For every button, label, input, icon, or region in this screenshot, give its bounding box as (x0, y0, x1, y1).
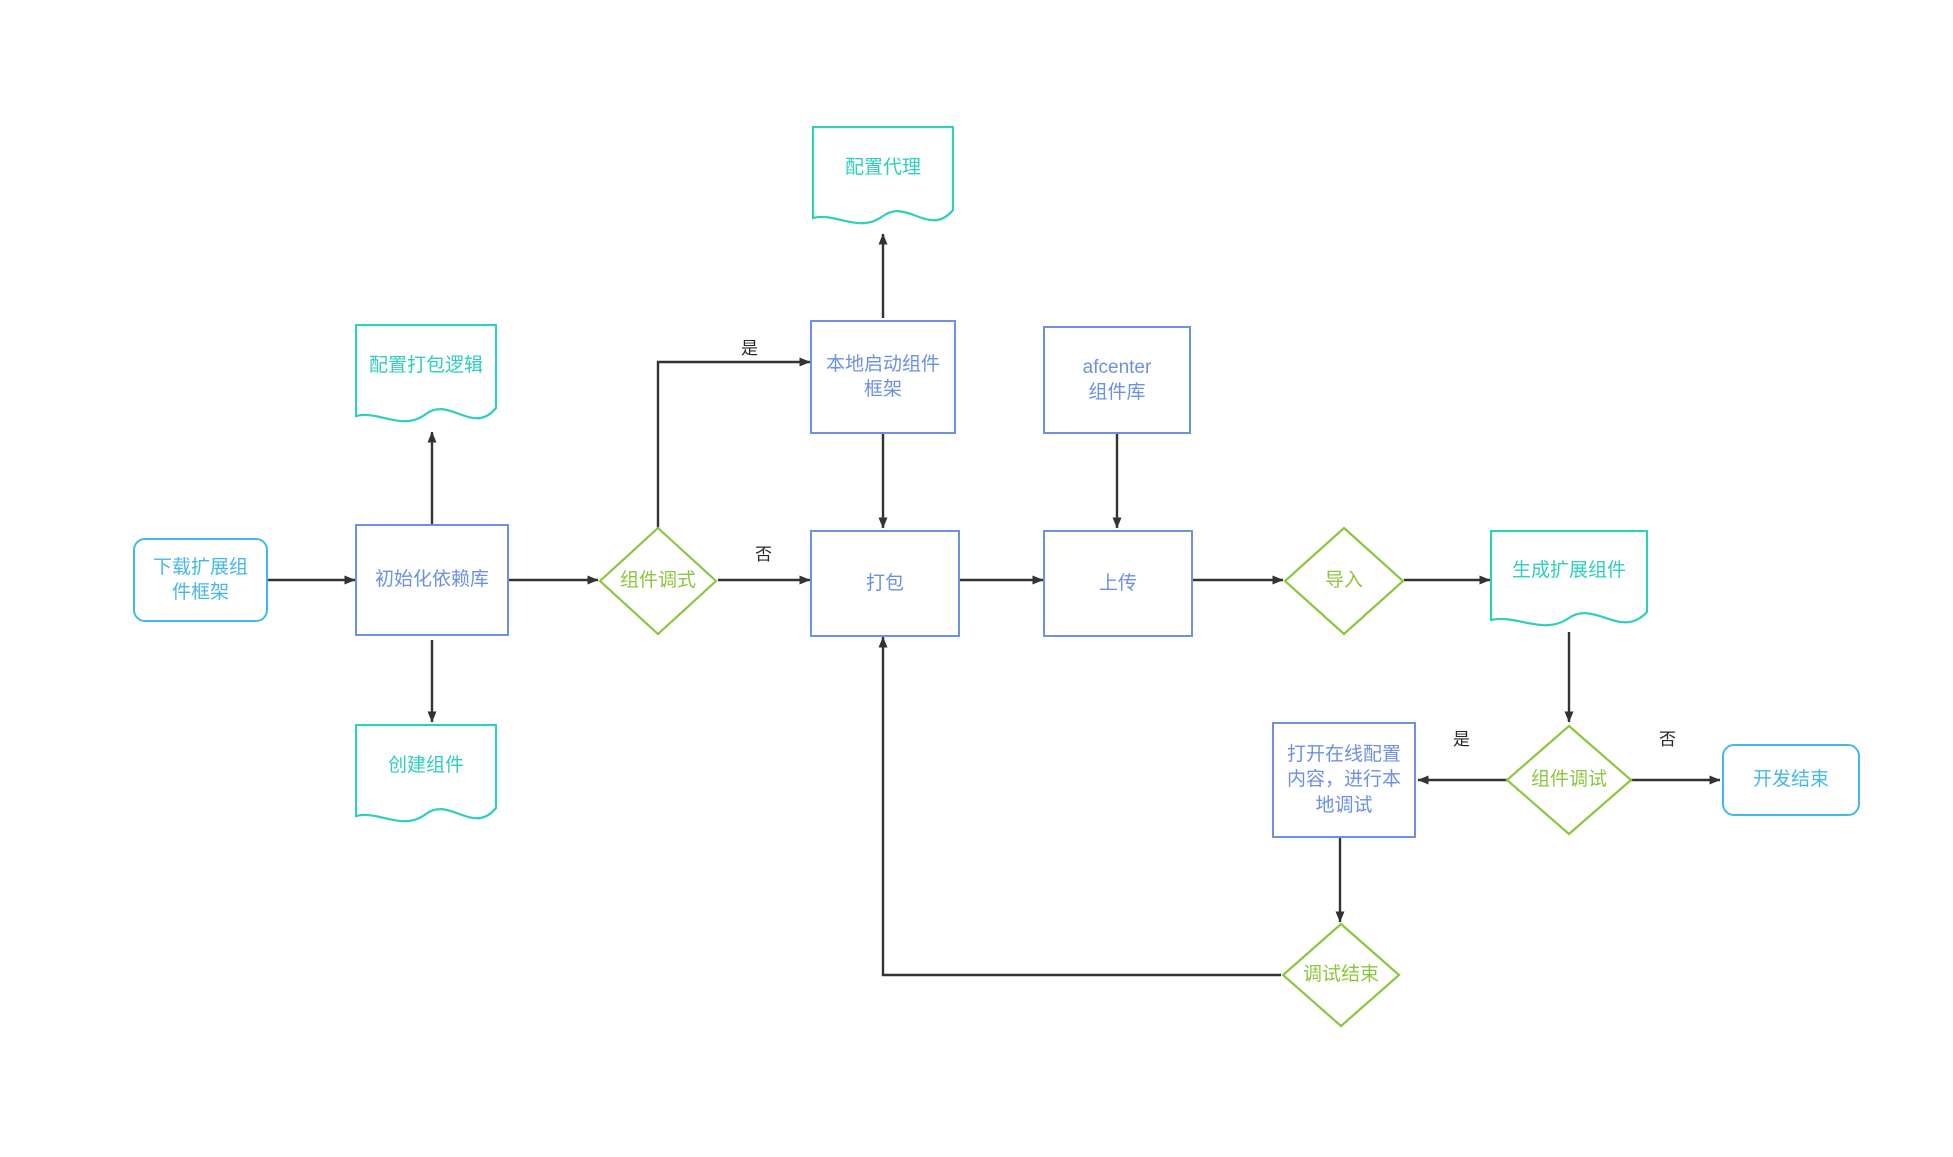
node-label: 初始化依赖库 (374, 569, 489, 591)
node-label: 上传 (1098, 572, 1137, 594)
node-configure-proxy[interactable]: 配置代理 (812, 126, 954, 232)
node-label: 调试结束 (1302, 964, 1379, 986)
node-label: 组件调试 (1530, 769, 1607, 791)
node-decision-component-debug[interactable]: 组件调试 (1505, 724, 1633, 836)
node-development-end[interactable]: 开发结束 (1722, 744, 1860, 816)
document-shape (355, 724, 497, 823)
edge-label-yes-bottom: 是 (1450, 731, 1473, 748)
node-label: 打包 (865, 572, 904, 594)
node-label: 导入 (1324, 570, 1363, 592)
node-label: 组件调式 (619, 570, 696, 592)
node-generate-extension-component[interactable]: 生成扩展组件 (1490, 530, 1648, 634)
node-local-start-component-framework[interactable]: 本地启动组件 框架 (810, 320, 956, 434)
edge-label-no-top: 否 (752, 546, 775, 563)
edge-label-yes-top: 是 (738, 340, 761, 357)
edge-n5-n6 (656, 357, 811, 528)
document-shape (812, 126, 954, 225)
document-shape (1490, 530, 1648, 627)
diamond-shape (1283, 526, 1405, 636)
node-create-component[interactable]: 创建组件 (355, 724, 497, 830)
node-label: 配置打包逻辑 (368, 355, 483, 377)
diamond-shape (1281, 922, 1401, 1028)
edge-n16-n8 (878, 636, 1281, 977)
document-shape (355, 324, 497, 423)
node-label: 配置代理 (844, 157, 921, 179)
node-label: 开发结束 (1752, 769, 1829, 791)
node-download-framework[interactable]: 下载扩展组 件框架 (133, 538, 268, 622)
node-init-dependency-lib[interactable]: 初始化依赖库 (355, 524, 509, 636)
node-label: 下载扩展组 件框架 (152, 556, 248, 603)
edge-label-no-bottom: 否 (1656, 731, 1679, 748)
diamond-shape (1505, 724, 1633, 836)
node-upload[interactable]: 上传 (1043, 530, 1193, 637)
node-label: 打开在线配置 内容，进行本 地调试 (1286, 744, 1401, 816)
node-open-online-config-local-debug[interactable]: 打开在线配置 内容，进行本 地调试 (1272, 722, 1416, 838)
node-decision-component-debug-mode[interactable]: 组件调式 (598, 526, 718, 636)
node-label: afcenter 组件库 (1082, 356, 1152, 403)
node-decision-import[interactable]: 导入 (1283, 526, 1405, 636)
node-label: 创建组件 (387, 755, 464, 777)
node-package[interactable]: 打包 (810, 530, 960, 637)
node-label: 生成扩展组件 (1511, 560, 1626, 582)
node-afcenter-component-repo[interactable]: afcenter 组件库 (1043, 326, 1191, 434)
node-label: 本地启动组件 框架 (825, 353, 940, 400)
diamond-shape (598, 526, 718, 636)
node-configure-package-logic[interactable]: 配置打包逻辑 (355, 324, 497, 430)
node-decision-debug-end[interactable]: 调试结束 (1281, 922, 1401, 1028)
